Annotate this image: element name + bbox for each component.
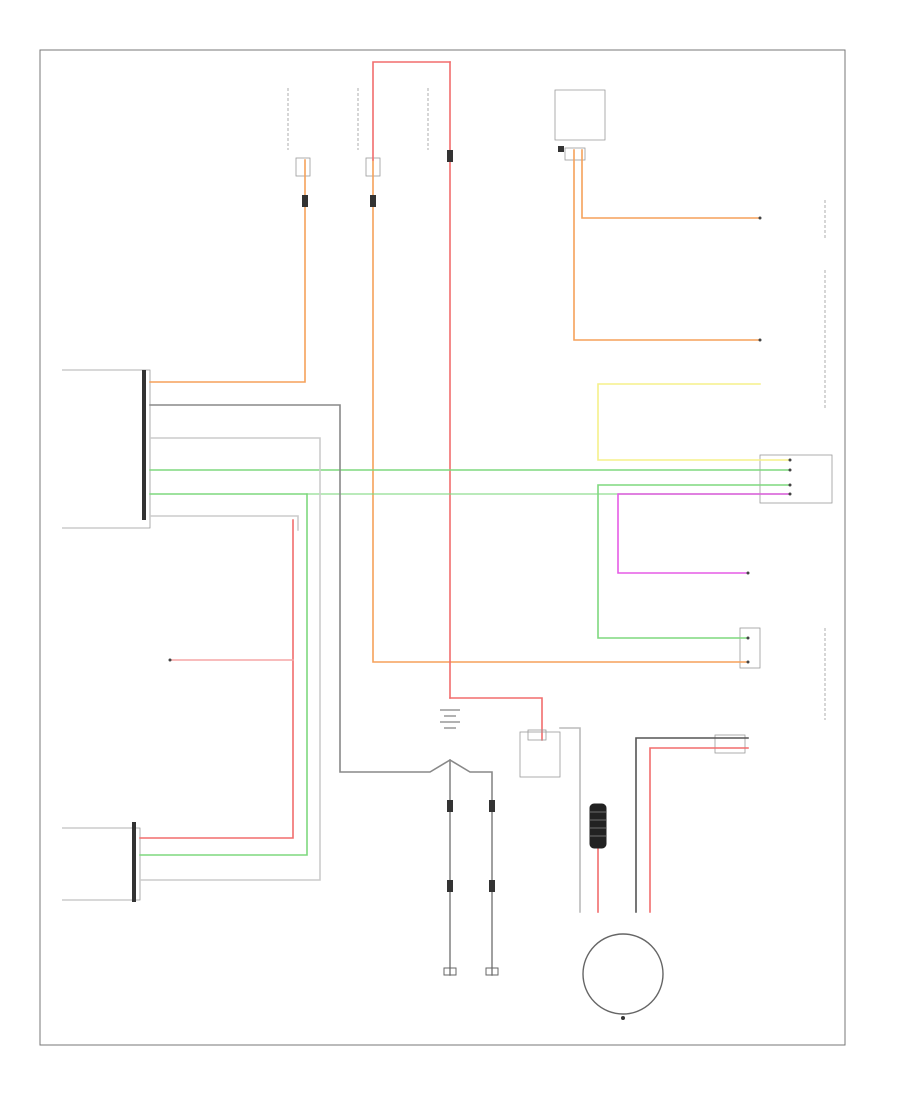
fuse-block-connectors — [295, 157, 381, 177]
wire-green-4 — [597, 484, 791, 639]
starter-icon — [519, 729, 561, 778]
wire-red-main — [372, 61, 451, 161]
terminal-dots — [168, 216, 792, 664]
wire-green-2 — [139, 493, 308, 856]
wire-orange-relay-1 — [581, 149, 761, 219]
wire-pink-sensor — [139, 519, 294, 839]
wire-magenta — [617, 493, 791, 574]
wire-light-1 — [139, 437, 321, 881]
relay-box — [554, 89, 606, 161]
left-control-module — [62, 369, 151, 901]
ground-icon — [443, 967, 499, 976]
underhood-fuse-block — [287, 88, 429, 150]
battery-icon — [440, 709, 460, 729]
connector-icon — [132, 146, 564, 902]
generator-icon — [582, 933, 664, 1020]
fusible-link-icon — [589, 803, 607, 849]
wire-black-4 — [635, 737, 749, 913]
diagram-frame — [39, 49, 846, 1046]
wire-light-2 — [149, 515, 299, 531]
wire-light-3 — [559, 727, 581, 913]
wire-red-starter — [449, 697, 543, 741]
wire-yellow — [597, 383, 791, 461]
wire-red-generator-2 — [649, 747, 749, 913]
wire-gray-ground — [149, 404, 493, 976]
wire-orange-relay-2 — [573, 149, 761, 341]
right-components — [714, 200, 833, 754]
wire-orange-long — [372, 159, 749, 663]
wire-orange-batt — [149, 159, 306, 383]
